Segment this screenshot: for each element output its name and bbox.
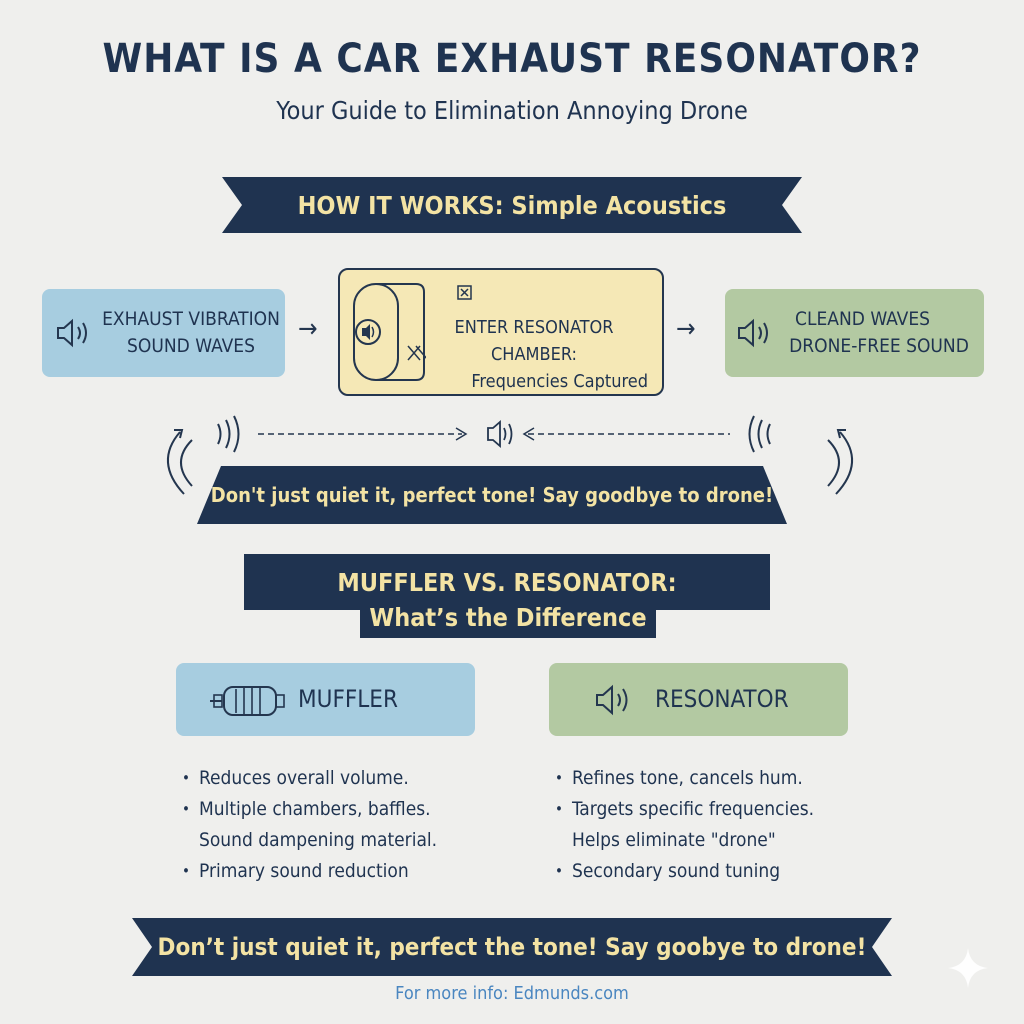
- comparison-heading-line2: What’s the Difference: [369, 602, 647, 632]
- step-line2: Frequencies Captured: [471, 371, 648, 392]
- list-item: Secondary sound tuning: [555, 856, 814, 887]
- comparison-heading-bottom: What’s the Difference: [360, 596, 656, 638]
- how-it-works-heading: HOW IT WORKS: Simple Acoustics: [297, 190, 727, 220]
- speaker-icon: [593, 683, 639, 721]
- list-item: Primary sound reduction: [182, 856, 437, 887]
- arrow-right-icon: →: [298, 314, 318, 344]
- page-title: WHAT IS A CAR EXHAUST RESONATOR?: [102, 36, 922, 82]
- arrow-right-icon: →: [676, 314, 696, 344]
- comparison-heading-line1: MUFFLER VS. RESONATOR:: [337, 567, 677, 597]
- step-clean-waves: CLEAND WAVES DRONE-FREE SOUND: [725, 289, 984, 377]
- resonator-label: RESONATOR: [655, 685, 789, 713]
- step-line1: CLEAND WAVES: [795, 308, 931, 330]
- step-line2: SOUND WAVES: [127, 335, 255, 357]
- resonator-bullet-list: Refines tone, cancels hum. Targets speci…: [555, 763, 814, 887]
- sound-wave-diagram: [150, 410, 870, 510]
- speaker-icon: [54, 317, 98, 353]
- list-item: Targets specific frequencies.: [555, 794, 814, 825]
- muffler-header: MUFFLER: [176, 663, 475, 736]
- bottom-banner: Don’t just quiet it, perfect the tone! S…: [132, 918, 892, 976]
- list-item: Helps eliminate "drone": [572, 829, 776, 851]
- list-item: Reduces overall volume.: [182, 763, 437, 794]
- how-it-works-ribbon: HOW IT WORKS: Simple Acoustics: [222, 177, 802, 233]
- close-box-icon: [457, 285, 473, 305]
- step-exhaust-vibration: EXHAUST VIBRATION SOUND WAVES: [42, 289, 285, 377]
- slogan-text: Don't just quiet it, perfect tone! Say g…: [210, 483, 774, 507]
- footer-link[interactable]: For more info: Edmunds.com: [395, 983, 629, 1004]
- muffler-label: MUFFLER: [298, 685, 398, 713]
- muffler-icon: [210, 685, 292, 721]
- step-resonator-chamber: ENTER RESONATOR CHAMBER: Frequencies Cap…: [338, 268, 664, 396]
- list-item: Sound dampening material.: [199, 829, 438, 851]
- resonator-header: RESONATOR: [549, 663, 848, 736]
- comparison-heading-top: MUFFLER VS. RESONATOR:: [244, 554, 770, 610]
- step-line2: DRONE-FREE SOUND: [789, 335, 969, 357]
- list-item: Refines tone, cancels hum.: [555, 763, 814, 794]
- slogan-ribbon: Don't just quiet it, perfect tone! Say g…: [197, 466, 787, 524]
- list-item: Multiple chambers, baffles.: [182, 794, 437, 825]
- step-line1: EXHAUST VIBRATION: [102, 308, 280, 330]
- sparkle-icon: [946, 946, 990, 994]
- speaker-icon: [735, 317, 779, 353]
- muffler-bullet-list: Reduces overall volume. Multiple chamber…: [182, 763, 437, 887]
- bottom-banner-text: Don’t just quiet it, perfect the tone! S…: [157, 933, 867, 961]
- page-subtitle: Your Guide to Elimination Annoying Drone: [276, 96, 748, 125]
- step-line1: ENTER RESONATOR CHAMBER:: [454, 317, 614, 365]
